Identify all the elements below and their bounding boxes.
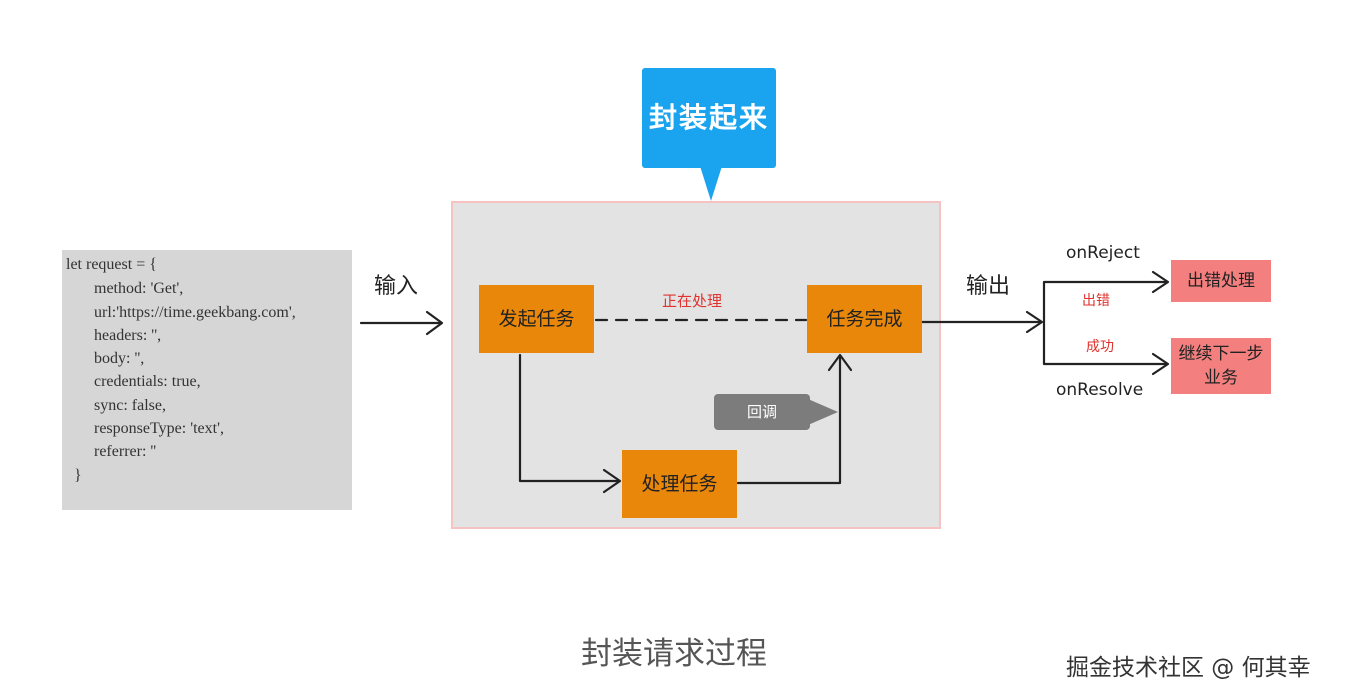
code-line: sync: false, <box>66 397 166 414</box>
code-line: url:'https://time.geekbang.com', <box>66 304 296 321</box>
handle-error-box: 出错处理 <box>1171 260 1271 302</box>
callout-encapsulate: 封装起来 <box>642 68 776 168</box>
code-block: let request = { method: 'Get', url:'http… <box>62 250 352 510</box>
handle-task-box: 处理任务 <box>622 450 737 518</box>
on-reject-label: onReject <box>1066 243 1140 263</box>
task-done-box: 任务完成 <box>807 285 922 353</box>
code-line: responseType: 'text', <box>66 420 224 437</box>
error-label: 出错 <box>1082 293 1110 309</box>
next-step-line2: 业务 <box>1204 368 1238 388</box>
on-resolve-label: onResolve <box>1056 380 1144 400</box>
callback-bubble: 回调 <box>714 394 810 430</box>
start-task-box: 发起任务 <box>479 285 594 353</box>
watermark: 掘金技术社区 @ 何其幸 <box>1066 655 1311 681</box>
figure-caption: 封装请求过程 <box>581 636 767 672</box>
code-line: body: '', <box>66 350 145 367</box>
code-line: credentials: true, <box>66 373 201 390</box>
next-step-box: 继续下一步 业务 <box>1171 338 1271 394</box>
next-step-line1: 继续下一步 <box>1178 344 1264 364</box>
success-label: 成功 <box>1086 339 1114 355</box>
code-line: } <box>66 467 82 484</box>
input-label: 输入 <box>374 274 419 299</box>
code-line: referrer: '' <box>66 443 157 460</box>
processing-label: 正在处理 <box>662 292 723 310</box>
output-label: 输出 <box>966 274 1011 299</box>
callback-tail <box>808 399 838 425</box>
code-line: method: 'Get', <box>66 280 184 297</box>
code-line: headers: '', <box>66 327 162 344</box>
callout-tail <box>700 166 722 201</box>
code-line: let request = { <box>66 256 157 273</box>
